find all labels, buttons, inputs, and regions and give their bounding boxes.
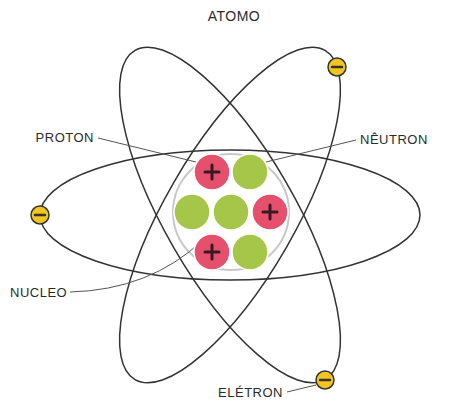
plus-sign [205,245,219,259]
neutron [174,194,210,230]
part-label: NUCLEO [10,285,67,301]
leader-line [287,385,316,392]
neutron [232,154,268,190]
electron [328,58,346,76]
proton [194,234,230,270]
part-label: NÊUTRON [360,132,428,148]
part-label: ELÉTRON [218,385,283,401]
plus-sign [263,205,277,219]
part-label: PROTON [36,130,94,146]
proton [252,194,288,230]
electron [316,371,334,389]
electron [31,206,49,224]
orbit [79,18,382,408]
orbit [40,150,420,280]
neutron [232,234,268,270]
proton [194,154,230,190]
plus-sign [205,165,219,179]
orbit [79,18,382,408]
neutron [213,194,249,230]
nucleus-ring [173,154,289,270]
leader-line [98,138,196,162]
leader-line [266,140,356,162]
diagram-title: ATOMO [208,8,261,24]
leader-line [70,240,203,292]
